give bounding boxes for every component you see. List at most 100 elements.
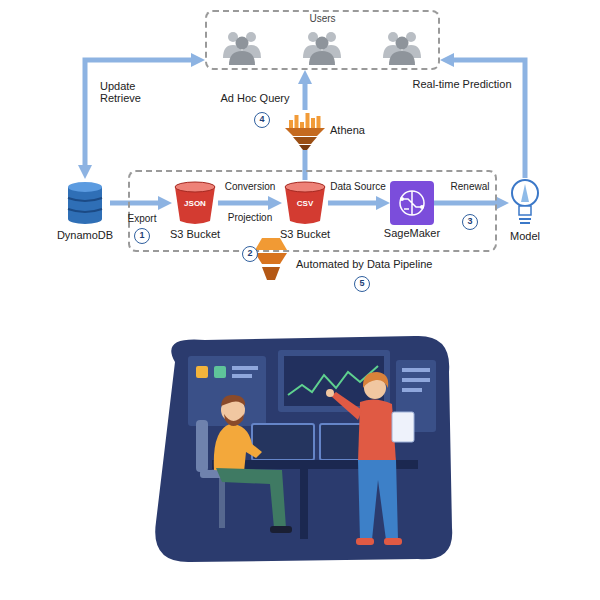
node-caption: DynamoDB xyxy=(57,229,113,241)
edge-label: Conversion xyxy=(225,181,276,192)
funnel-mid xyxy=(293,137,317,144)
callout-number: 3 xyxy=(462,214,478,230)
user-group: Users xyxy=(205,10,440,70)
node-shape xyxy=(390,181,434,225)
woman-hand xyxy=(326,389,334,397)
flow-arrow xyxy=(303,80,308,110)
chart-bar xyxy=(311,118,315,128)
edge-note: Projection xyxy=(228,212,272,223)
node-shape xyxy=(285,110,325,150)
brain-dot xyxy=(400,197,404,201)
flow-arrow xyxy=(85,60,195,169)
edge-label: Data Source xyxy=(330,181,386,192)
format-tag: JSON xyxy=(170,199,220,208)
node-shape xyxy=(509,178,541,228)
man-beard xyxy=(224,414,244,426)
format-tag: CSV xyxy=(280,199,330,208)
chart-bar xyxy=(289,120,293,128)
edge-label: Update Retrieve xyxy=(100,80,152,104)
database-node: DynamoDB xyxy=(57,179,113,241)
chair-back xyxy=(196,420,208,472)
query-service: Athena xyxy=(285,110,365,150)
desk-leg xyxy=(300,469,308,539)
panel-light xyxy=(214,366,226,378)
panel-line xyxy=(402,368,430,372)
bulb-screw xyxy=(519,219,531,223)
ml-service: SageMaker xyxy=(384,181,440,239)
db-band xyxy=(68,198,102,201)
service-tile xyxy=(390,181,434,225)
db-band xyxy=(68,209,102,212)
flow-arrow xyxy=(218,201,272,206)
brain-dot xyxy=(420,205,424,209)
node-caption: Athena xyxy=(330,124,365,136)
flow-arrow xyxy=(302,150,307,180)
storage-bucket: CSV S3 Bucket xyxy=(280,180,330,240)
callout-number: 4 xyxy=(254,112,270,128)
panel-line xyxy=(402,378,430,382)
edge-label: Ad Hoc Query xyxy=(220,92,289,104)
edge-label: Export xyxy=(128,213,157,224)
node-caption: S3 Bucket xyxy=(280,228,330,240)
brain-lines xyxy=(402,191,422,215)
edge-label: Real-time Prediction xyxy=(412,78,511,90)
model-node: Model xyxy=(509,178,541,242)
callout-number: 1 xyxy=(134,228,150,244)
pipeline-icon xyxy=(255,253,287,264)
user-icon xyxy=(383,32,421,65)
chart-bar xyxy=(306,113,310,128)
funnel-top xyxy=(285,128,325,136)
desk-monitor xyxy=(252,424,314,460)
user-icon xyxy=(223,32,261,65)
callout-number: 2 xyxy=(242,246,258,262)
pipeline-icon xyxy=(262,267,280,280)
flow-arrow xyxy=(328,201,380,206)
chart-bar xyxy=(295,115,299,128)
flow-arrow xyxy=(434,201,499,206)
group-label: Users xyxy=(207,13,438,24)
man-pants xyxy=(216,468,286,528)
edge-label: Renewal xyxy=(451,181,490,192)
chart-bar xyxy=(300,122,304,128)
scene-background xyxy=(155,336,452,562)
chart-bar xyxy=(317,116,321,128)
node-caption: S3 Bucket xyxy=(170,228,220,240)
woman-shoe xyxy=(384,538,402,545)
woman-jeans xyxy=(358,460,398,540)
storage-bucket: JSON S3 Bucket xyxy=(170,180,220,240)
callout-number: 5 xyxy=(354,276,370,292)
man-shoe xyxy=(270,526,292,533)
funnel-tip xyxy=(299,145,311,150)
brain-outline xyxy=(400,191,424,215)
chair-post xyxy=(219,478,225,528)
group-label: Automated by Data Pipeline xyxy=(296,258,432,270)
pipeline-region: Automated by Data PipelineJSONS3 BucketC… xyxy=(128,170,497,252)
bucket-rim xyxy=(285,182,325,192)
panel-line xyxy=(402,388,422,392)
bulb-filament xyxy=(521,184,529,202)
db-base xyxy=(68,214,102,224)
panel-line xyxy=(232,366,258,370)
bulb-neck xyxy=(519,206,531,215)
bucket-rim xyxy=(175,182,215,192)
tablet xyxy=(392,412,414,442)
man-hair xyxy=(221,395,245,406)
panel-light xyxy=(196,366,208,378)
node-caption: Model xyxy=(510,230,540,242)
db-top xyxy=(68,182,102,192)
panel-line xyxy=(232,374,252,378)
woman-arm xyxy=(331,392,362,420)
man-shirt xyxy=(214,424,262,472)
wall-panel xyxy=(188,356,266,426)
node-shape xyxy=(60,179,110,227)
woman-hair xyxy=(363,372,388,388)
bulb-glass xyxy=(512,180,538,206)
node-caption: SageMaker xyxy=(384,227,440,239)
woman-shoe xyxy=(356,538,374,545)
flow-arrow xyxy=(450,60,525,178)
flow-arrow xyxy=(110,201,162,206)
woman-shirt xyxy=(358,399,396,462)
